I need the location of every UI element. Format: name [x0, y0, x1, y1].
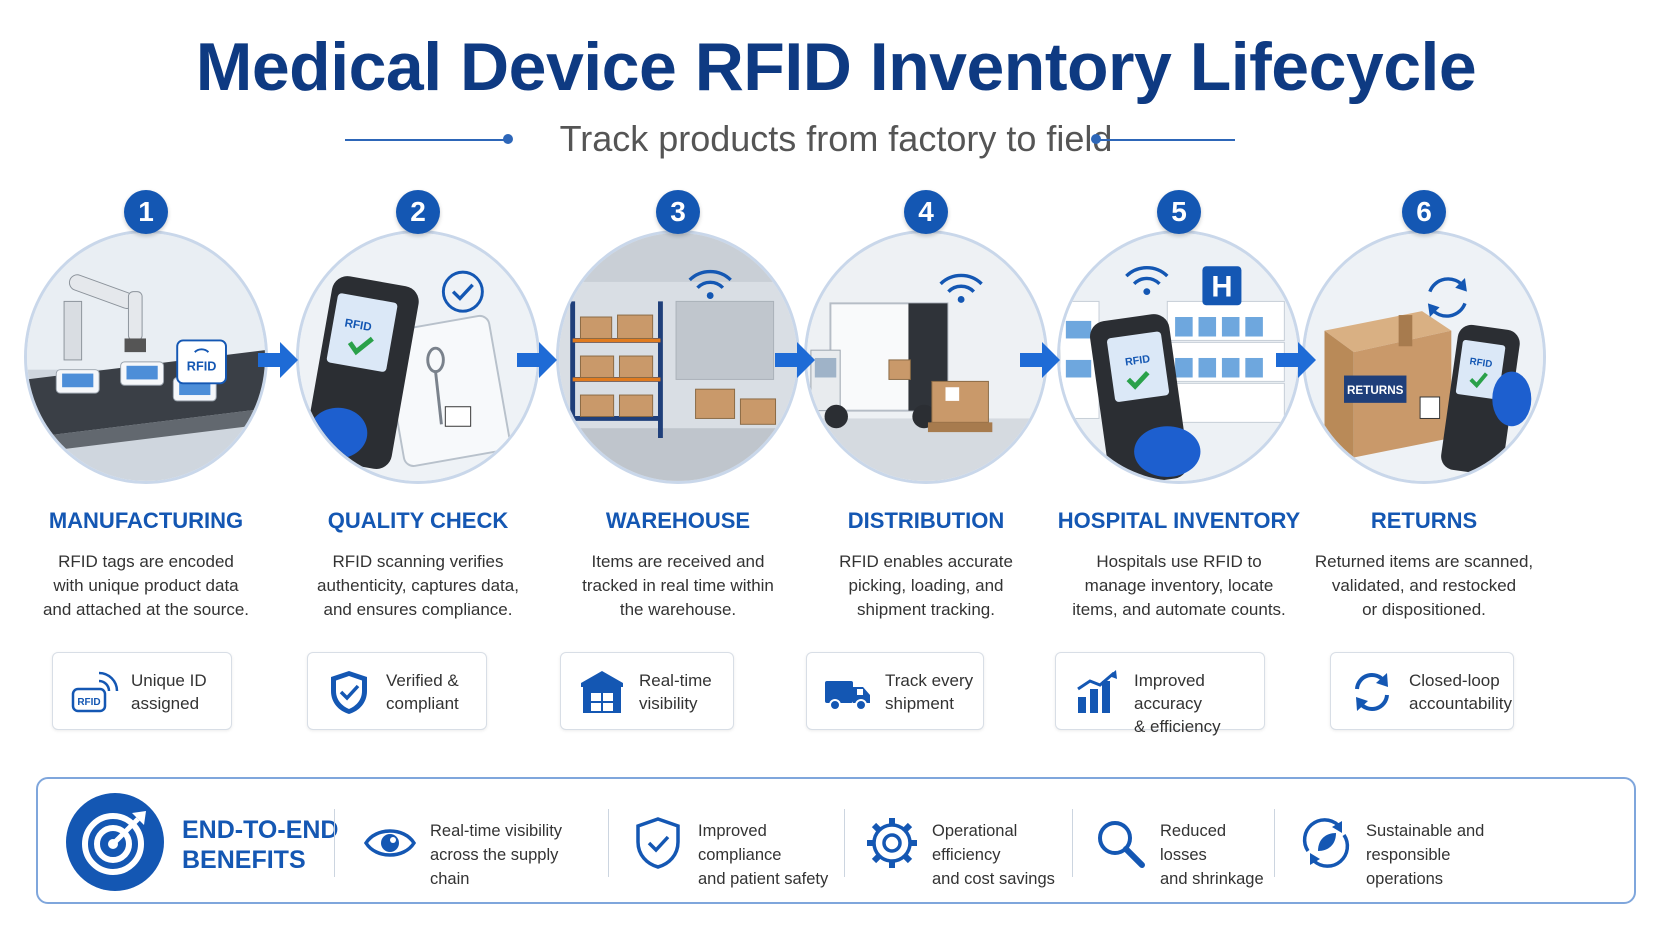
stage-title: HOSPITAL INVENTORY — [1057, 508, 1301, 533]
benefit-text: Real-time visibility across the supply c… — [430, 822, 563, 888]
subtitle-dot-right — [1091, 134, 1101, 144]
stage-title: QUALITY CHECK — [327, 508, 509, 533]
subtitle-dot-left — [503, 134, 513, 144]
benefits-title: END-TO-END BENEFITS — [182, 816, 339, 874]
benefit-item: Real-time visibility across the supply c… — [362, 809, 602, 888]
shield-check-icon — [636, 817, 680, 869]
page-subtitle: Track products from factory to field — [559, 118, 1113, 159]
scanner-screen-label: RFID — [344, 316, 373, 334]
page-title: Medical Device RFID Inventory Lifecycle — [195, 29, 1477, 105]
step-number: 1 — [124, 190, 168, 234]
stage-description: RFID scanning verifies authenticity, cap… — [317, 552, 519, 619]
returns-box-label: RETURNS — [1347, 384, 1404, 397]
quality-check-illustration: RFID — [296, 230, 540, 484]
subtitle-line-left — [345, 139, 505, 141]
stage-returns: 6 RETURNS RFID RETURNS Returned items ar… — [1298, 190, 1550, 750]
step-number: 6 — [1402, 190, 1446, 234]
badge-text: Closed-loop accountability — [1409, 671, 1513, 713]
flow-arrow-icon — [1020, 342, 1060, 378]
target-icon — [66, 793, 164, 891]
subtitle-row: Track products from factory to field — [0, 116, 1672, 164]
stage-badge: Real-time visibility — [560, 652, 734, 730]
flow-arrow-icon — [517, 342, 557, 378]
stage-description: Returned items are scanned, validated, a… — [1314, 552, 1534, 619]
benefit-item: Sustainable and responsible operations — [1298, 809, 1528, 888]
warehouse-icon — [581, 671, 623, 713]
benefit-text: Operational efficiency and cost savings — [932, 822, 1055, 888]
stage-description: Hospitals use RFID to manage inventory, … — [1072, 552, 1286, 619]
stage-warehouse: 3 WAREHOUSE Items are rece — [552, 190, 804, 750]
magnifier-icon — [1098, 821, 1145, 868]
stage-badge: RFID Unique ID assigned — [52, 652, 232, 730]
gear-icon — [867, 818, 917, 868]
benefits-panel: END-TO-END BENEFITS Real-time visibility… — [36, 777, 1636, 904]
stage-description: RFID enables accurate picking, loading, … — [839, 552, 1013, 619]
rfid-tag-icon: RFID — [71, 671, 119, 713]
flow-arrow-icon — [258, 342, 298, 378]
rfid-tag-label: RFID — [187, 360, 217, 374]
stage-badge: Closed-loop accountability — [1330, 652, 1514, 730]
stage-distribution: 4 DISTRIBUTION RFID enables accurate pic… — [800, 190, 1052, 750]
stage-title: DISTRIBUTION — [847, 508, 1005, 533]
manufacturing-illustration: RFID — [24, 230, 268, 484]
divider — [1274, 809, 1275, 877]
divider — [334, 809, 335, 877]
stage-badge: Track every shipment — [806, 652, 984, 730]
truck-icon — [825, 681, 870, 711]
flow-arrow-icon — [1276, 342, 1316, 378]
benefit-item: Improved compliance and patient safety — [630, 809, 852, 888]
benefit-text: Sustainable and responsible operations — [1366, 822, 1485, 888]
flow-arrow-icon — [775, 342, 815, 378]
benefit-item: Operational efficiency and cost savings — [864, 809, 1078, 888]
stage-description: Items are received and tracked in real t… — [582, 552, 774, 619]
distribution-illustration — [804, 230, 1048, 484]
hospital-sign: H — [1211, 272, 1232, 304]
stage-badge: Verified & compliant — [307, 652, 487, 730]
badge-text: Improved accuracy & efficiency — [1134, 671, 1221, 736]
badge-text: Unique ID assigned — [131, 671, 207, 713]
divider — [1072, 809, 1073, 877]
step-number: 2 — [396, 190, 440, 234]
badge-text: Track every shipment — [885, 671, 974, 713]
hospital-inventory-illustration: H RFID — [1057, 230, 1301, 484]
stage-badge: Improved accuracy & efficiency — [1055, 652, 1265, 736]
stage-manufacturing: 1 RFID MANUFACTURING RFID tags are encod… — [20, 190, 272, 750]
leaf-recycle-icon — [1302, 818, 1350, 868]
step-number: 5 — [1157, 190, 1201, 234]
returns-illustration: RETURNS RFID — [1302, 230, 1546, 484]
refresh-icon — [1355, 673, 1389, 711]
stage-title: RETURNS — [1370, 508, 1478, 533]
scanner-screen-label: RFID — [1469, 356, 1493, 370]
stage-title: WAREHOUSE — [605, 508, 751, 533]
eye-icon — [363, 829, 417, 857]
warehouse-illustration — [556, 230, 800, 484]
scanner-screen-label: RFID — [1124, 353, 1151, 368]
stage-quality-check: 2 RFID QUALITY CHECK RFID scanning verif… — [292, 190, 544, 750]
step-number: 4 — [904, 190, 948, 234]
stage-description: RFID tags are encoded with unique produc… — [42, 552, 250, 619]
badge-text: Verified & compliant — [386, 671, 459, 713]
stage-hospital-inventory: 5 H RFID HOSPITAL INVENTORY Hosp — [1053, 190, 1305, 750]
benefit-text: Improved compliance and patient safety — [698, 822, 829, 888]
step-number: 3 — [656, 190, 700, 234]
divider — [844, 809, 845, 877]
badge-text: Real-time visibility — [639, 671, 712, 713]
subtitle-line-right — [1099, 139, 1235, 141]
svg-text:RFID: RFID — [77, 697, 100, 708]
shield-check-icon — [331, 671, 367, 714]
benefit-text: Reduced losses and shrinkage — [1160, 822, 1264, 888]
benefit-item: Reduced losses and shrinkage — [1092, 809, 1274, 888]
stage-title: MANUFACTURING — [48, 508, 244, 533]
divider — [608, 809, 609, 877]
bar-chart-icon — [1077, 670, 1117, 713]
